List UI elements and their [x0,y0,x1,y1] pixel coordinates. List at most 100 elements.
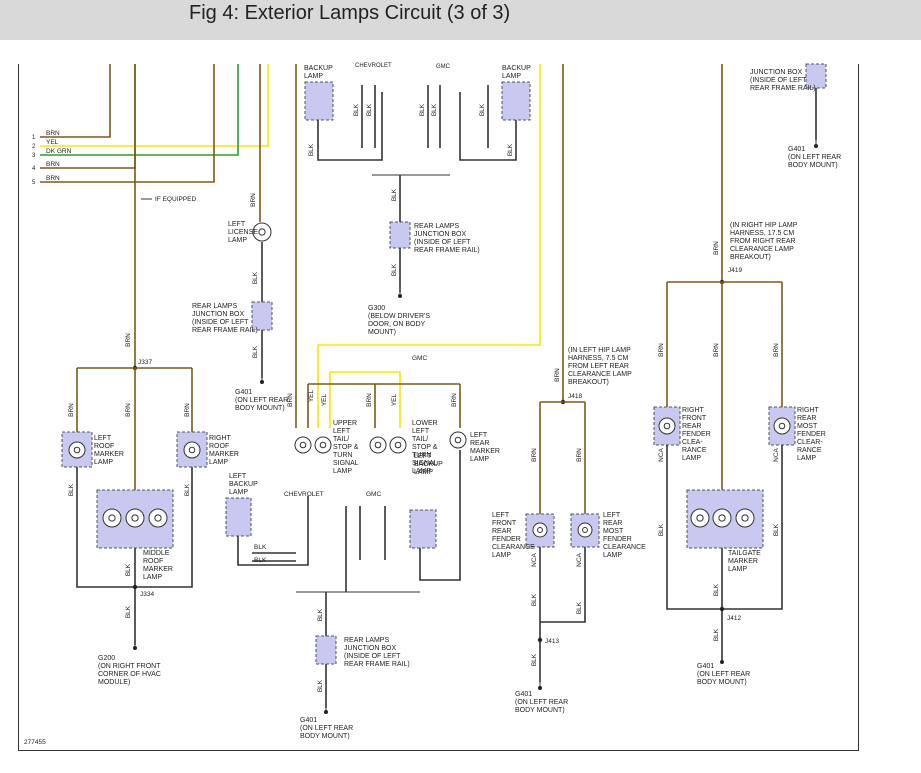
middle-roof-lamp-1-filament [108,514,116,522]
upper-tail-lamp-label: TAIL/ [333,436,349,443]
middle-roof-lamp-1 [102,508,122,528]
g200-ground [133,646,137,650]
g300-label: MOUNT) [368,329,396,336]
upper-tail-lamp-label: LAMP [333,468,352,475]
left-backup-lamp-a [225,497,252,537]
wire-label: BRN [68,403,75,417]
left-hip-g401-label: G401 [515,691,532,698]
wire-label: BRN [713,343,720,357]
right-most-fender-symbol [773,417,791,435]
left-backup-lamp-b-label: LAMP [414,469,433,476]
wire-label: BLK [391,188,398,201]
left-most-fender-label: CLEARANCE [603,544,646,551]
diagram-frame [18,64,859,751]
lower-tail-lamp-label: SIGNAL [412,460,438,467]
legend-row-label: BRN [46,175,60,182]
legend-wire-brn-1 [40,64,111,138]
center-gnd-left [237,496,309,566]
center-gnd-right [419,450,461,581]
center-jb-label: REAR FRAME RAIL) [344,661,410,668]
top-wire-blk: BLK [479,103,486,116]
wire-label: BRN [250,193,257,207]
wire-label: BLK [252,345,259,358]
wire-label: BLK [713,628,720,641]
middle-roof-lamp-2 [125,508,145,528]
right-roof-marker-label: ROOF [209,443,229,450]
legend-row-label: DK GRN [46,148,72,155]
left-roof-lamp-symbol [68,441,86,459]
center-g401-label: G401 [300,717,317,724]
left-roof-marker-label: MARKER [94,451,124,458]
right-most-fender-label: FENDER [797,431,826,438]
license-g401-label: BODY MOUNT) [235,405,285,412]
right-hip-g401-label: G401 [697,663,714,670]
top-gmc-label: GMC [436,64,451,70]
left-backup-lamp-a-label: LEFT [229,473,247,480]
left-roof-marker-label: LAMP [94,459,113,466]
top-gnd-left [317,92,383,161]
upper-tail-lamp-label: STOP & [333,444,359,451]
left-rear-marker-lamp [449,431,467,449]
left-hip-splice-bottom: J413 [545,638,559,645]
figure-number: 277455 [24,739,46,746]
right-jb-label: (INSIDE OF LEFT [750,77,807,84]
left-backup-lamp-b [409,509,437,549]
roof-splice-top: J337 [138,359,152,366]
g300-label: G300 [368,305,385,312]
legend-wire-grn [40,64,239,156]
middle-roof-lamp-2-filament [131,514,139,522]
left-rear-marker-label: LEFT [470,432,488,439]
center-jb-label: REAR LAMPS [344,637,389,644]
top-wire-blk: BLK [353,103,360,116]
left-front-fender-label: REAR [492,528,511,535]
right-top-g401 [814,144,818,148]
wire-label: BLK [773,523,780,536]
right-top-g401-label: BODY MOUNT) [788,162,838,169]
legend-row-num: 1 [32,135,36,141]
right-most-fender-label: RIGHT [797,407,820,414]
center-jb-label: (INSIDE OF LEFT [344,653,401,660]
left-rear-marker-lamp-filament [454,436,462,444]
tailgate-lamp-3-filament [741,514,749,522]
wire-label-blk: BLK [254,557,267,564]
legend-row-num: 5 [32,180,36,186]
left-license-lamp-label: LAMP [228,237,247,244]
right-front-fender-label: RIGHT [682,407,705,414]
top-jb-label: REAR LAMPS [414,223,459,230]
left-most-fender-label: REAR [603,520,622,527]
wire-label: BRN [531,448,538,462]
right-hip-note: HARNESS, 17.5 CM [730,230,794,237]
center-gmc-label: GMC [366,491,381,498]
right-most-fender-label: REAR [797,415,816,422]
left-roof-marker-label: LEFT [94,435,112,442]
top-wire-blk: BLK [419,103,426,116]
wire-label: BLK [531,653,538,666]
legend-row-num: 3 [32,153,36,159]
left-hip-g401 [538,686,542,690]
left-license-lamp-filament [258,228,266,236]
left-hip-note: (IN LEFT HIP LAMP [568,347,631,354]
right-front-fender-label: RANCE [682,447,707,454]
left-license-lamp [252,222,272,242]
upper-tail-lamp-label: SIGNAL [333,460,359,467]
left-license-lamp-label: LICENSE [228,229,258,236]
wire-label: BRN [773,343,780,357]
license-jb-label: JUNCTION BOX [192,311,244,318]
legend-row-label: BRN [46,130,60,137]
wire-label: BLK [308,143,315,156]
left-backup-lamp-b-label: LEFT [414,453,432,460]
left-front-fender-label: LEFT [492,512,510,519]
legend-wire-brn-5 [40,64,215,183]
top-junction-box [389,221,411,249]
right-roof-marker-label: LAMP [209,459,228,466]
lower-tail-lamp-label: LAMP [412,468,431,475]
figure-title: Fig 4: Exterior Lamps Circuit (3 of 3) [189,2,511,24]
left-rear-marker-label: MARKER [470,448,500,455]
top-backup-right-label: LAMP [502,73,521,80]
g300-ground [398,294,402,298]
legend-row-label: YEL [46,139,59,146]
top-wire-blk: BLK [431,103,438,116]
right-roof-marker-label: MARKER [209,451,239,458]
right-most-fender-label: LAMP [797,455,816,462]
